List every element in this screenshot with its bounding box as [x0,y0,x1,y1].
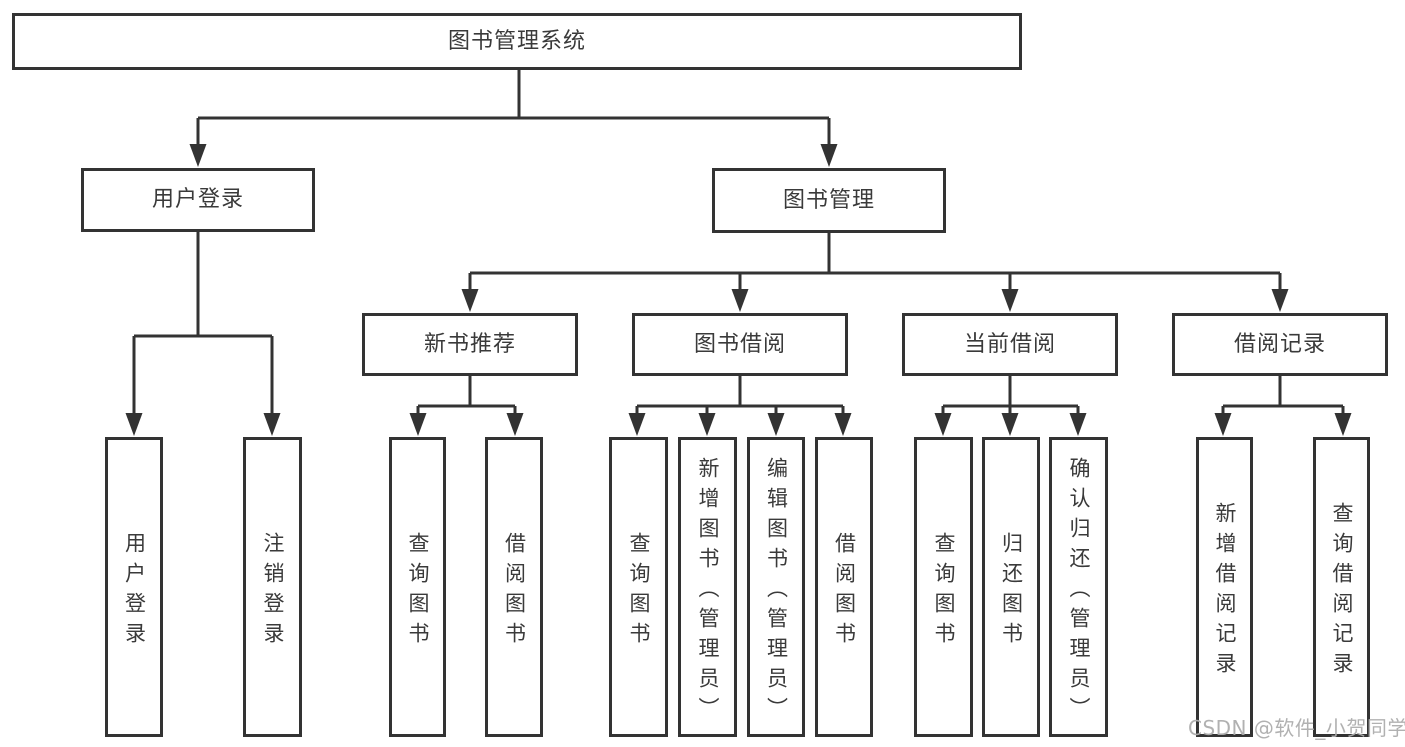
node-label: 新增图书（管理员） [696,456,720,727]
node-label: 确认归还（管理员） [1067,456,1091,727]
node-label: 图书管理 [782,187,875,213]
node-new-book-recommend: 新书推荐 [362,313,578,376]
node-label: 查询图书 [627,531,651,652]
node-label: 用户登录 [122,531,147,652]
node-label: 查询图书 [932,531,956,652]
leaf-bb-query-book: 查询图书 [609,437,668,737]
leaf-cb-query-book: 查询图书 [914,437,973,737]
node-label: 查询借阅记录 [1330,501,1354,682]
leaf-br-add-record: 新增借阅记录 [1196,437,1253,737]
leaf-nbr-query-book: 查询图书 [389,437,446,737]
leaf-nbr-borrow-book: 借阅图书 [485,437,543,737]
leaf-cb-confirm-return-admin: 确认归还（管理员） [1049,437,1108,737]
node-label: 图书借阅 [693,331,786,357]
node-label: 新书推荐 [423,331,516,357]
node-label: 图书管理系统 [447,28,586,54]
node-label: 当前借阅 [963,331,1056,357]
node-label: 新增借阅记录 [1213,501,1237,682]
leaf-bb-add-book-admin: 新增图书（管理员） [678,437,737,737]
node-label: 用户登录 [151,187,244,212]
node-label: 编辑图书（管理员） [764,456,789,727]
node-label: 归还图书 [999,531,1024,652]
node-root-library-system: 图书管理系统 [12,13,1022,70]
watermark: CSDN @软件_小贺同学 [1188,716,1405,740]
node-label: 借阅图书 [502,531,527,652]
leaf-bb-edit-book-admin: 编辑图书（管理员） [747,437,805,737]
node-label: 借阅图书 [832,531,857,652]
node-borrow-records: 借阅记录 [1172,313,1388,376]
leaf-br-query-record: 查询借阅记录 [1313,437,1370,737]
node-current-borrow: 当前借阅 [902,313,1118,376]
leaf-user-login: 用户登录 [105,437,163,737]
leaf-cb-return-book: 归还图书 [982,437,1040,737]
node-label: 查询图书 [406,531,430,652]
node-book-management: 图书管理 [712,168,946,233]
node-user-login: 用户登录 [81,168,315,232]
node-label: 借阅记录 [1233,331,1326,357]
node-book-borrow: 图书借阅 [632,313,848,376]
node-label: 注销登录 [261,531,285,652]
leaf-logout: 注销登录 [243,437,302,737]
leaf-bb-borrow-book: 借阅图书 [815,437,873,737]
